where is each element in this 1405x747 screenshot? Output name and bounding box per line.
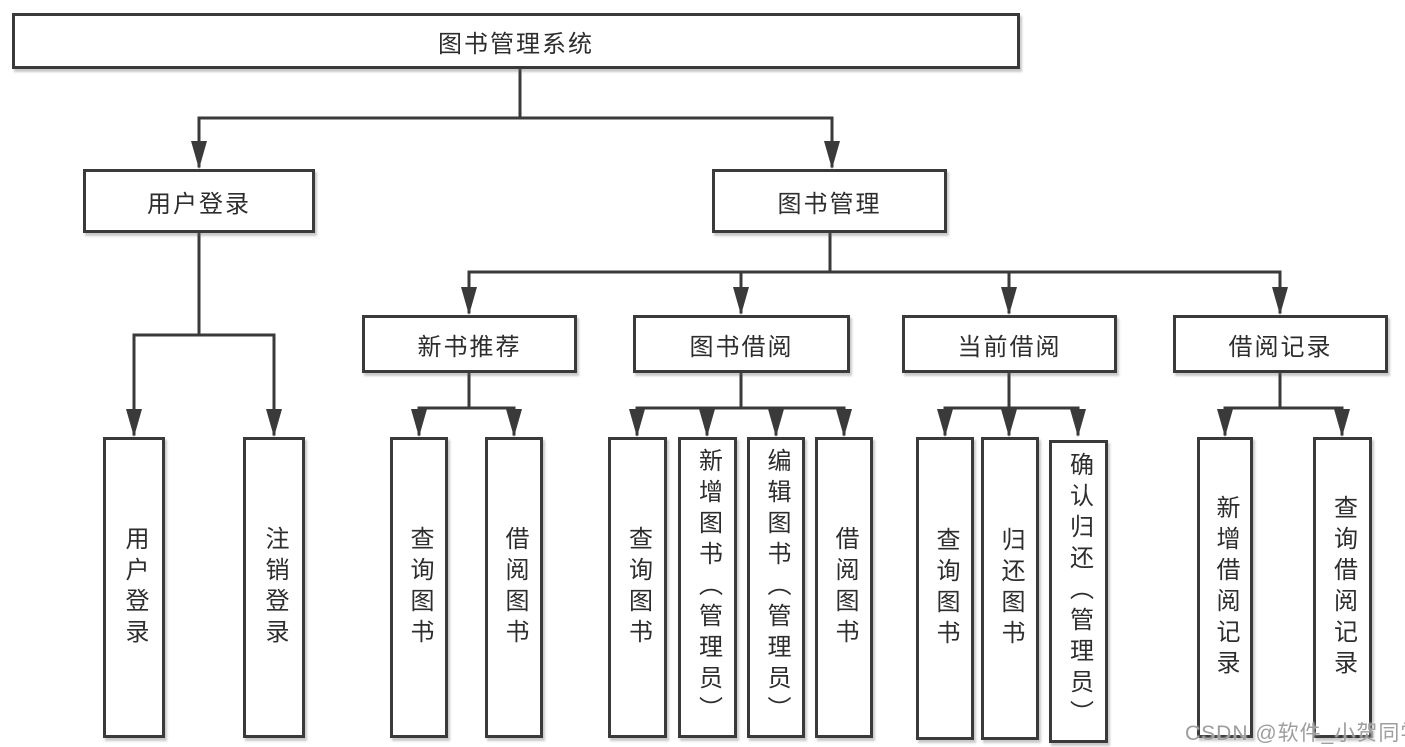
leaf-edit-books-admin: 编辑图书（管理员） [747,437,805,738]
leaf-add-books-admin: 新增图书（管理员） [678,437,737,738]
leaf-add-borrow-record-label: 新增借阅记录 [1212,494,1239,681]
leaf-return-books-label: 归还图书 [997,526,1024,651]
leaf-current-query-books: 查询图书 [916,437,974,740]
node-current-borrowing: 当前借阅 [902,315,1117,373]
leaf-rec-borrow-books-label: 借阅图书 [501,525,528,650]
leaf-borrow-lend-books-label: 借阅图书 [831,525,858,650]
node-new-book-recommend-label: 新书推荐 [417,333,522,361]
leaf-query-borrow-record: 查询借阅记录 [1313,437,1372,738]
leaf-logout-label: 注销登录 [261,525,288,650]
csdn-watermark: CSDN @软件_小贺同学 [1185,722,1405,745]
node-book-management: 图书管理 [712,169,947,233]
node-library-system-label: 图书管理系统 [438,30,594,58]
leaf-borrow-query-books-label: 查询图书 [624,525,652,650]
node-current-borrowing-label: 当前借阅 [957,333,1062,361]
leaf-logout: 注销登录 [243,437,305,738]
leaf-query-borrow-record-label: 查询借阅记录 [1329,494,1357,681]
leaf-rec-borrow-books: 借阅图书 [485,437,543,738]
leaf-confirm-return-admin: 确认归还（管理员） [1049,440,1108,743]
node-borrow-records: 借阅记录 [1173,315,1388,373]
node-new-book-recommend: 新书推荐 [362,315,577,373]
leaf-confirm-return-admin-label: 确认归还（管理员） [1065,452,1093,731]
node-book-borrowing-label: 图书借阅 [689,333,794,361]
leaf-add-books-admin-label: 新增图书（管理员） [694,448,722,727]
leaf-user-login-label: 用户登录 [121,525,148,650]
leaf-borrow-query-books: 查询图书 [608,437,667,738]
node-library-system: 图书管理系统 [12,13,1020,69]
node-book-management-label: 图书管理 [777,190,882,218]
leaf-borrow-lend-books: 借阅图书 [815,437,873,738]
node-user-login-label: 用户登录 [147,190,251,218]
node-user-login: 用户登录 [83,169,315,233]
leaf-rec-query-books: 查询图书 [390,437,448,738]
node-borrow-records-label: 借阅记录 [1228,333,1333,361]
node-book-borrowing: 图书借阅 [633,315,850,373]
leaf-return-books: 归还图书 [981,437,1039,740]
leaf-edit-books-admin-label: 编辑图书（管理员） [763,448,790,727]
leaf-current-query-books-label: 查询图书 [932,526,959,651]
leaf-add-borrow-record: 新增借阅记录 [1197,437,1253,738]
leaf-rec-query-books-label: 查询图书 [406,525,433,650]
leaf-user-login: 用户登录 [103,437,165,738]
